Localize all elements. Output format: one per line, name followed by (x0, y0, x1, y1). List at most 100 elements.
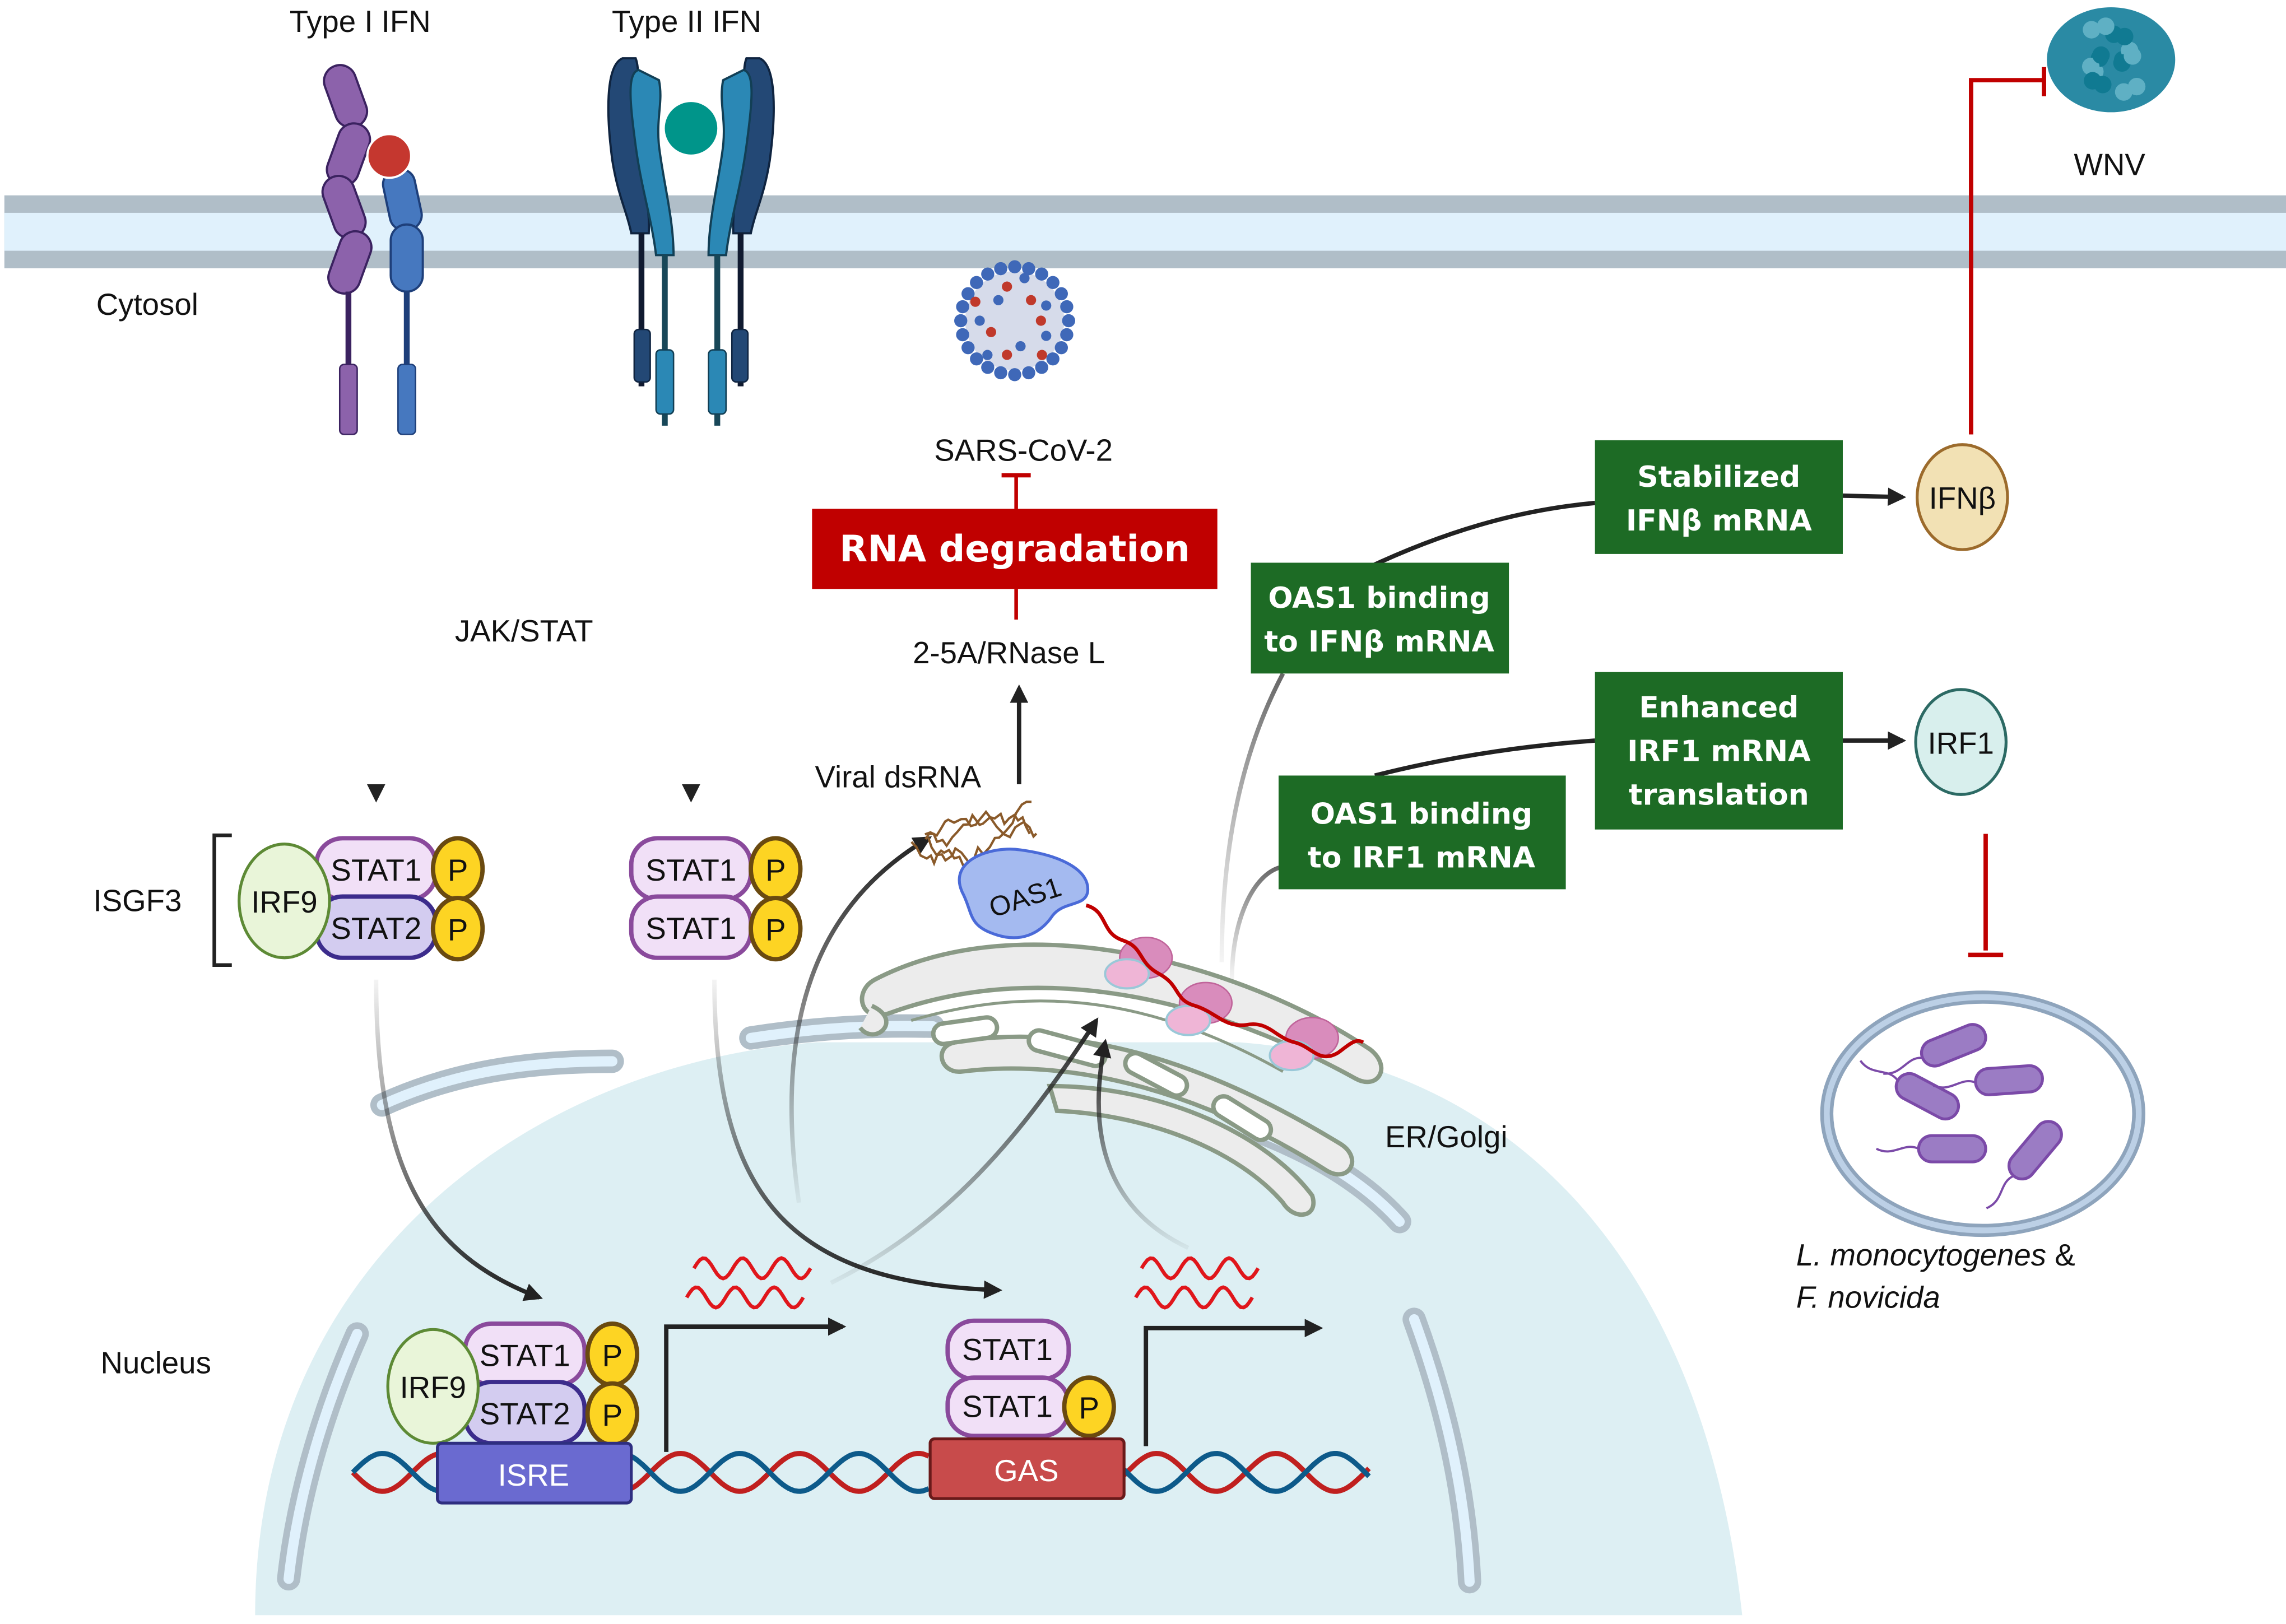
surface-protein (993, 295, 1003, 305)
isgf3-complex-cytosol: STAT1 STAT2 IRF9 P P (238, 836, 485, 962)
mrna-strand (1134, 1285, 1254, 1310)
phospho-group (749, 896, 803, 962)
bacterium-body (1917, 1134, 1987, 1164)
enhanced-irf1-line2: IRF1 mRNA (1627, 734, 1811, 768)
spike-protein (1008, 368, 1021, 381)
irf9-protein (386, 1328, 480, 1445)
sars-cov2-label: SARS-CoV-2 (934, 433, 1113, 467)
bacteria-label-line1: L. monocytogenes & (1796, 1238, 2075, 1272)
spike-protein (1054, 287, 1068, 301)
phospho-label: P (1079, 1391, 1099, 1425)
bacterium-body (1974, 1064, 2044, 1096)
stat1-dimer-cytosol: STAT1 STAT1 P P (629, 836, 803, 962)
viral-dsrna-label: Viral dsRNA (815, 760, 982, 794)
spike-protein (970, 352, 983, 366)
enhanced-irf1-line3: translation (1629, 778, 1809, 812)
arrow-to-ifnb (1842, 487, 1907, 506)
surface-protein (970, 296, 981, 307)
isgf3-complex-nucleus: STAT1 STAT2 IRF9 P P (386, 1321, 639, 1447)
oas1-binding-irf1-line1: OAS1 binding (1311, 797, 1532, 831)
dna-strand (1122, 1450, 1371, 1494)
spike-protein (1035, 361, 1048, 374)
isre-label: ISRE (498, 1458, 569, 1492)
surface-protein (1035, 315, 1046, 326)
transcription-arrow-isre (664, 1317, 847, 1452)
stat1-label: STAT1 (645, 911, 736, 946)
spike-protein (1060, 328, 1074, 342)
surface-protein (1037, 350, 1047, 360)
spike-protein (961, 287, 975, 301)
enhanced-irf1-line1: Enhanced (1639, 691, 1799, 724)
plasma-membrane (4, 195, 2286, 268)
spike-protein (994, 262, 1007, 276)
surface-protein (1002, 350, 1012, 360)
spike-protein (1062, 314, 1076, 328)
spike-protein (1046, 352, 1060, 366)
line-oas1-to-irf1-box (1229, 865, 1281, 980)
gas-element: GAS (928, 1437, 1126, 1500)
bacterium (1883, 1023, 1987, 1075)
rna-degradation-label: RNA degradation (839, 528, 1190, 570)
mrna-transcripts (685, 1256, 1260, 1310)
line-oas1-to-ifnb-box (1219, 672, 1285, 962)
type1-ifn-label: Type I IFN (290, 4, 431, 39)
spike-protein (981, 267, 995, 281)
dsrna-strand (924, 809, 1038, 839)
arrow-stat1-to-nucleus (712, 979, 1002, 1299)
type2-ifn-label: Type II IFN (612, 4, 761, 39)
dsrna-strand (927, 801, 1032, 870)
dna-double-helix (351, 1450, 1371, 1494)
inhibit-ifnb-to-wnv (1969, 78, 2045, 435)
oas1-binding-ifnb-box: OAS1 binding to IFNβ mRNA (1251, 562, 1509, 674)
envelope-protein (2081, 58, 2100, 76)
spike-protein (961, 341, 975, 355)
surface-protein (1041, 331, 1052, 341)
wnv-label: WNV (2074, 147, 2145, 182)
envelope-protein (2097, 17, 2115, 35)
spike-protein (1008, 260, 1021, 273)
er-golgi (858, 942, 1384, 1217)
arrow-isg-to-oas1 (789, 836, 932, 1203)
mrna-strand (1140, 1256, 1260, 1281)
oas1-binding-ifnb-line1: OAS1 binding (1268, 581, 1490, 615)
stat1-label: STAT1 (331, 853, 421, 887)
jak-stat-label: JAK/STAT (455, 614, 593, 648)
dna-strand (630, 1450, 930, 1494)
bacteria-ampersand: & (2046, 1238, 2075, 1272)
nucleus-label: Nucleus (101, 1346, 211, 1380)
flagellum (1875, 1146, 1920, 1153)
stat1-label: STAT1 (962, 1333, 1053, 1367)
phospho-label: P (765, 853, 786, 887)
phospho-group (1062, 1375, 1116, 1439)
spike-protein (1022, 366, 1035, 380)
spike-protein (1060, 300, 1074, 314)
flagellum (1859, 1060, 1899, 1082)
stabilized-ifnb-line2: IFNβ mRNA (1626, 504, 1813, 538)
type2-ifn-receptor (607, 57, 775, 426)
type1-ifn-ligand (366, 133, 412, 179)
spike-protein (970, 276, 983, 290)
ribosomes (1104, 936, 1339, 1072)
stat1-label: STAT1 (645, 853, 736, 887)
bacterium-body (1894, 1072, 1960, 1121)
type2-ifn-ligand (662, 99, 721, 158)
stat1-label: STAT1 (480, 1338, 570, 1372)
isgf3-label: ISGF3 (94, 883, 182, 918)
surface-protein (1026, 295, 1037, 305)
gas-label: GAS (994, 1454, 1058, 1488)
flagellum (1986, 1175, 2014, 1209)
mrna-strand (685, 1285, 805, 1310)
stabilized-ifnb-line1: Stabilized (1637, 460, 1800, 494)
surface-protein (1002, 281, 1012, 292)
spike-protein (956, 328, 969, 342)
spike-protein (981, 361, 995, 374)
phospho-label: P (448, 913, 468, 947)
irf1-label: IRF1 (1928, 726, 1994, 760)
bacterium-body (1920, 1023, 1987, 1068)
er-golgi-label: ER/Golgi (1385, 1120, 1508, 1154)
irf1-mrna (1085, 903, 1364, 1059)
bacterium (1932, 1064, 2044, 1096)
stat1-dimer-nucleus: STAT1 STAT1 P (945, 1318, 1116, 1439)
phospho-label: P (448, 853, 468, 887)
isre-element: ISRE (436, 1441, 633, 1505)
